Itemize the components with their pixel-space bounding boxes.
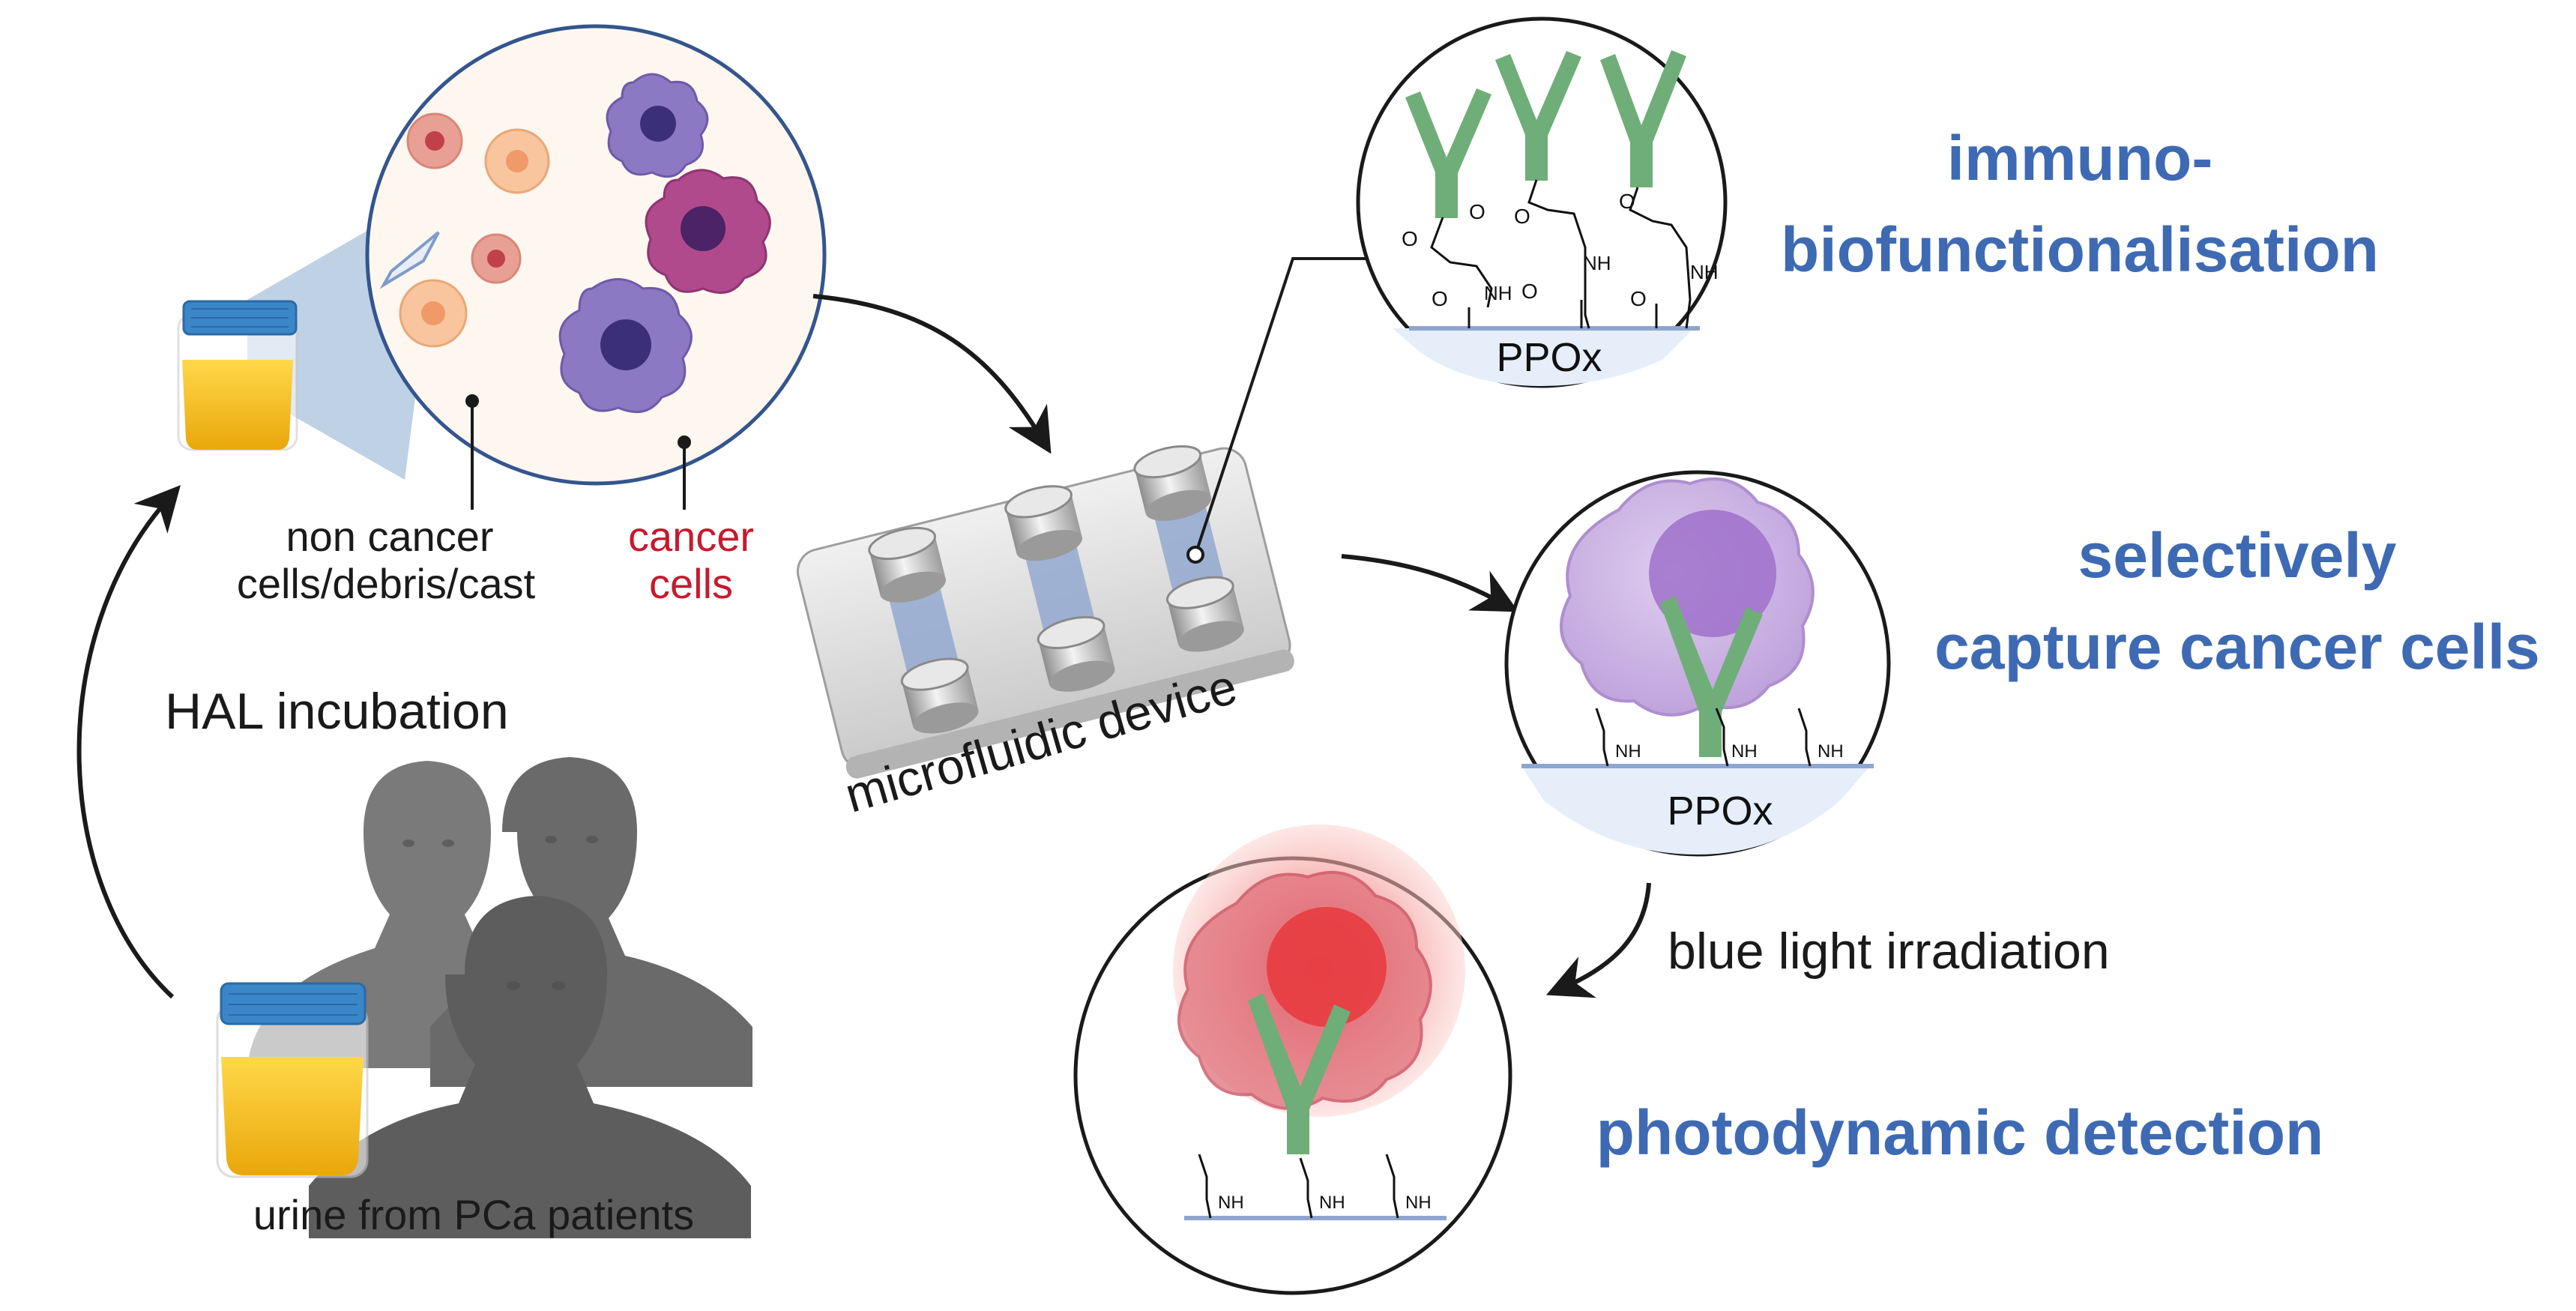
chem-nh-mid-3: NH <box>1818 741 1844 762</box>
chem-o-3: O <box>1514 205 1530 228</box>
non-cancer-label-2: cells/debris/cast <box>237 560 536 607</box>
cancer-label-2: cells <box>649 560 733 607</box>
cancer-cell-nucleus <box>1649 510 1776 637</box>
immuno-heading-1: immuno- <box>1947 123 2213 193</box>
capture-heading-1: selectively <box>2078 520 2396 591</box>
chem-o-6: O <box>1521 280 1538 303</box>
non-cancer-label-1: non cancer <box>286 513 493 560</box>
cancer-cells-zoom <box>558 73 771 414</box>
chem-nh-mid-1: NH <box>1615 741 1641 762</box>
chem-nh-1: NH <box>1484 282 1512 304</box>
antibody-1-icon <box>1405 88 1491 218</box>
chem-o-1: O <box>1402 227 1418 250</box>
sample-zoom-circle <box>365 24 827 486</box>
antibody-3-icon <box>1600 50 1686 187</box>
detection-circle: NH NH NH <box>1073 825 1512 1295</box>
capture-circle: PPOx NH NH NH <box>1504 470 1891 857</box>
urine-jar-small <box>177 300 298 451</box>
chem-nh-mid-2: NH <box>1731 741 1758 762</box>
immuno-circle: PPOx O O O O O O O NH NH NH <box>1356 16 1728 388</box>
device-channel-pointer <box>1194 257 1372 555</box>
hal-incubation-label: HAL incubation <box>165 683 509 740</box>
detection-heading: photodynamic detection <box>1596 1097 2324 1168</box>
chem-o-5: O <box>1432 287 1448 310</box>
chem-o-4: O <box>1619 190 1635 213</box>
chem-nh-3: NH <box>1690 261 1719 283</box>
ppox-label-top: PPOx <box>1496 335 1602 380</box>
antibody-captured-icon <box>1660 596 1763 757</box>
ppox-label-mid: PPOx <box>1667 789 1773 834</box>
cancer-label-1: cancer <box>628 513 754 560</box>
urine-jar-large <box>216 982 369 1178</box>
non-cancer-cells <box>379 112 550 348</box>
debris-cast <box>379 231 440 289</box>
antibody-2-icon <box>1495 51 1581 181</box>
capture-heading-2: capture cancer cells <box>1934 612 2540 682</box>
chem-nh-2: NH <box>1583 252 1611 274</box>
chem-o-2: O <box>1469 200 1485 223</box>
chem-nh-bot-1: NH <box>1218 1193 1244 1213</box>
chem-nh-bot-3: NH <box>1405 1193 1432 1213</box>
microfluidic-device <box>796 444 1294 779</box>
chem-o-7: O <box>1630 287 1647 310</box>
chem-nh-bot-2: NH <box>1319 1193 1345 1213</box>
hal-incubation-arrow <box>76 485 181 999</box>
urine-source-label: urine from PCa patients <box>253 1191 694 1238</box>
blue-light-label: blue light irradiation <box>1668 923 2110 980</box>
immuno-heading-2: biofunctionalisation <box>1781 214 2379 285</box>
antibody-detection-icon <box>1248 993 1351 1154</box>
blue-light-arrow <box>1545 882 1651 998</box>
arrow-to-capture <box>1341 554 1519 612</box>
arrow-to-device <box>812 294 1052 454</box>
